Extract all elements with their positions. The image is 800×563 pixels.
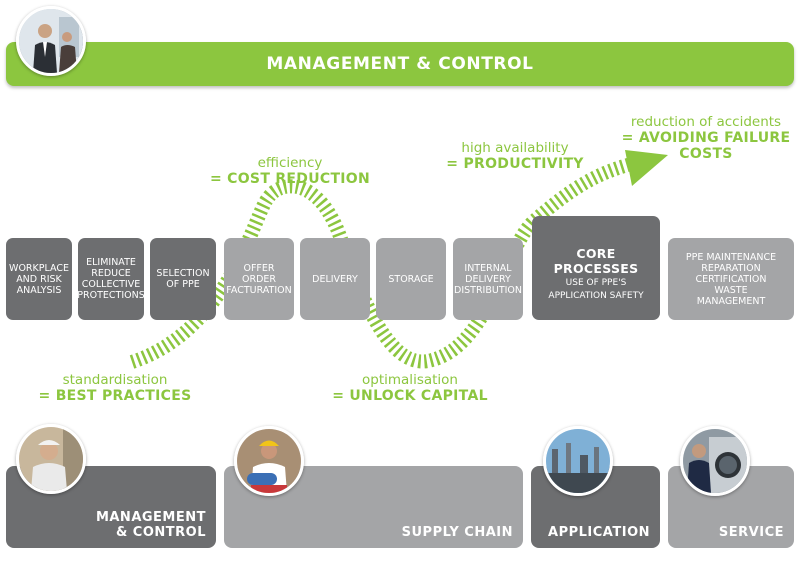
step-line: REDUCE [91,268,131,279]
engineer-photo [16,424,86,494]
step-line: PPE MAINTENANCE [685,251,777,263]
step-delivery: DELIVERY [300,238,370,320]
annotation-availability: high availability = PRODUCTIVITY [430,140,600,172]
annotation-value: COSTS [679,146,733,162]
step-storage: STORAGE [376,238,446,320]
annotation-value: = UNLOCK CAPITAL [332,388,488,404]
step-line: DELIVERY [312,273,358,285]
step-internal-delivery-distribution: INTERNAL DELIVERY DISTRIBUTION [453,238,523,320]
step-line: INTERNAL [464,262,512,274]
step-eliminate-reduce: ELIMINATE REDUCE COLLECTIVE PROTECTIONS [77,238,145,320]
annotation-value: = AVOIDING FAILURE [621,130,791,146]
step-line: REPARATION [701,262,761,274]
businessman-icon [19,9,83,73]
washing-machine-icon [683,429,747,493]
step-line: WASTE [714,284,748,296]
step-selection-of-ppe: SELECTION OF PPE [150,238,216,320]
annotation-value: = BEST PRACTICES [38,388,192,404]
step-line: ANALYSIS [16,284,62,296]
step-line: WORKPLACE [9,262,69,274]
step-offer-order-facturation: OFFER ORDER FACTURATION [224,238,294,320]
annotation-label: efficiency [257,155,323,171]
section-label: APPLICATION [548,525,650,540]
section-label: MANAGEMENT [95,510,206,525]
annotation-optimalisation: optimalisation = UNLOCK CAPITAL [325,372,495,404]
annotation-value: = COST REDUCTION [209,171,371,187]
step-line: COLLECTIVE [81,279,141,290]
step-line: PROTECTIONS [77,290,145,301]
annotation-label: reduction of accidents [630,114,782,130]
annotation-efficiency: efficiency = COST REDUCTION [205,155,375,187]
step-line: SELECTION [156,268,210,279]
annotation-value: = PRODUCTIVITY [446,156,584,172]
annotation-accidents: reduction of accidents = AVOIDING FAILUR… [612,114,800,162]
core-line: USE OF PPE'S [565,278,627,288]
step-line: FACTURATION [226,284,292,296]
section-label: SERVICE [718,525,784,540]
header-title: MANAGEMENT & CONTROL [266,54,534,74]
step-line: ELIMINATE [86,257,136,268]
annotation-label: high availability [461,140,569,156]
section-label: & CONTROL [115,525,206,540]
annotation-label: standardisation [62,372,168,388]
step-line: CERTIFICATION [695,273,767,285]
annotation-standardisation: standardisation = BEST PRACTICES [30,372,200,404]
step-line: OF PPE [166,279,200,290]
step-line: MANAGEMENT [696,295,766,307]
step-line: STORAGE [388,273,434,285]
step-line: DELIVERY [465,273,511,285]
worker-photo [234,426,304,496]
step-line: OFFER ORDER [242,262,276,285]
arrow-head-icon [625,150,668,186]
step-line: DISTRIBUTION [454,284,523,296]
core-line: APPLICATION SAFETY [548,291,644,301]
engineer-icon [19,427,83,491]
step-workplace-risk-analysis: WORKPLACE AND RISK ANALYSIS [6,238,72,320]
core-processes-box: CORE PROCESSES USE OF PPE'S APPLICATION … [532,216,660,320]
business-meeting-photo [16,6,86,76]
step-ppe-maintenance: PPE MAINTENANCE REPARATION CERTIFICATION… [668,238,794,320]
worker-icon [237,429,301,493]
core-title: CORE PROCESSES [553,246,639,276]
laundry-machine-photo [680,426,750,496]
factory-icon [546,429,610,493]
step-line: AND RISK [16,273,62,285]
refinery-photo [543,426,613,496]
section-label: SUPPLY CHAIN [401,525,513,540]
header-bar: MANAGEMENT & CONTROL [6,42,794,86]
annotation-label: optimalisation [362,372,458,388]
